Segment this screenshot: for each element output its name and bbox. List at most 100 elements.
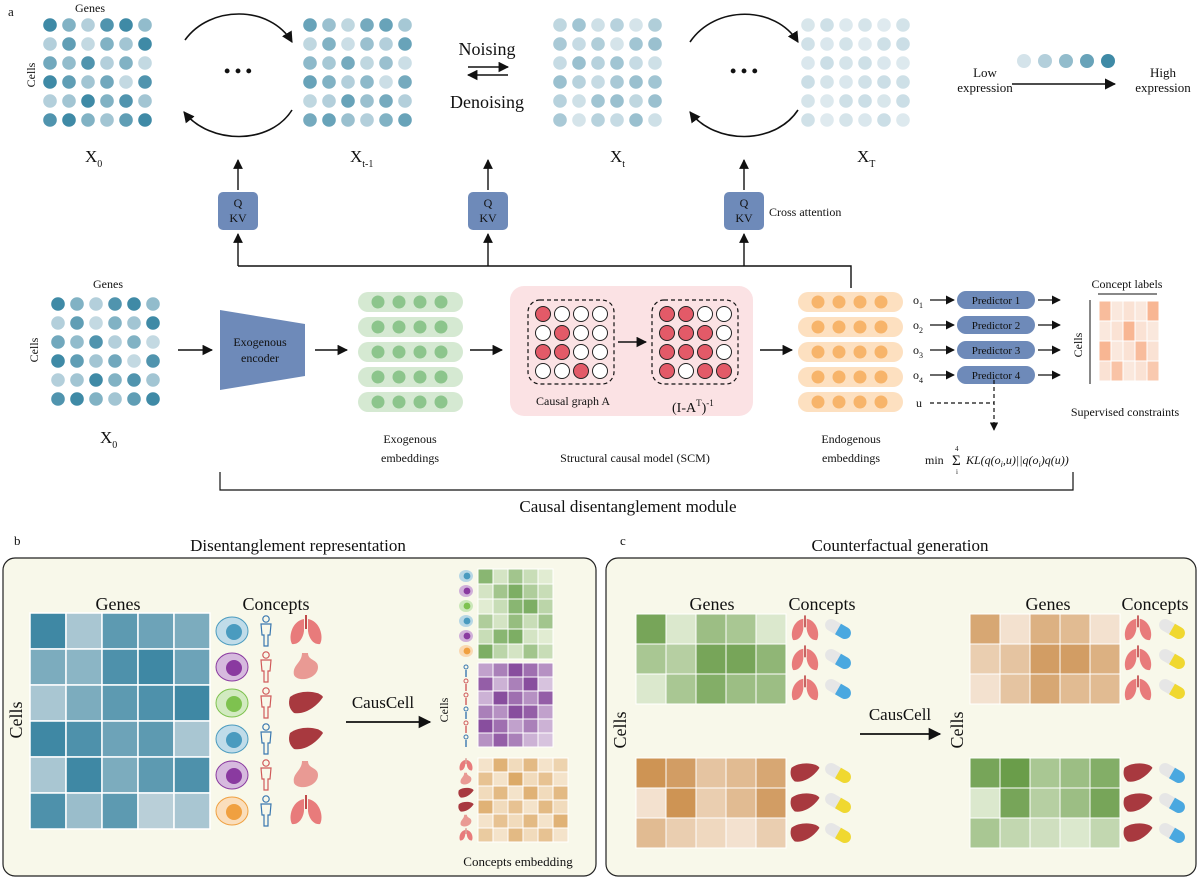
- embedding-cell: [537, 643, 554, 660]
- gene-dot: [629, 113, 643, 127]
- matrix-x0-bottom: [51, 297, 160, 406]
- embedding-dot: [434, 345, 448, 359]
- embedding-cell: [492, 676, 509, 692]
- graph-node: [697, 363, 713, 379]
- gene-dot: [51, 354, 65, 368]
- gene-cell: [173, 684, 211, 722]
- gene-dot: [801, 75, 815, 89]
- gene-dot: [858, 113, 872, 127]
- embedding-cell: [507, 813, 524, 829]
- gene-cell: [29, 612, 67, 650]
- gene-cell: [1029, 817, 1061, 849]
- liver-icon: [790, 823, 820, 842]
- xT-label: XT: [857, 147, 875, 170]
- graph-node: [678, 306, 694, 322]
- svg-text:expression: expression: [1135, 80, 1191, 95]
- gene-dot: [146, 316, 160, 330]
- embedding-dot: [811, 320, 825, 334]
- cells-label-top: Cells: [24, 62, 38, 87]
- cell-nucleus-icon: [226, 732, 242, 748]
- gene-cell: [65, 612, 103, 650]
- drug-icon: [1159, 679, 1185, 699]
- gene-dot: [146, 373, 160, 387]
- gene-cell: [969, 613, 1001, 645]
- embedding-cell: [537, 676, 554, 692]
- person-icon: [262, 651, 270, 659]
- lung-icon: [308, 799, 322, 825]
- embedding-dot: [413, 395, 427, 409]
- embedding-cell: [477, 732, 494, 748]
- svg-text:X0: X0: [85, 147, 102, 170]
- gene-dot: [322, 75, 336, 89]
- gene-dot: [572, 18, 586, 32]
- svg-text:u: u: [916, 396, 922, 410]
- concept-label-cell: [1098, 340, 1112, 362]
- gene-dot: [81, 94, 95, 108]
- gene-cell: [29, 684, 67, 722]
- gene-cell: [635, 643, 667, 675]
- panel-c-genes-left: Genes: [690, 594, 735, 614]
- person-body-icon: [260, 803, 272, 827]
- embedding-dot: [392, 295, 406, 309]
- person-icon-small: [463, 678, 469, 684]
- genes-label-top: Genes: [75, 1, 105, 15]
- gene-cell: [725, 817, 757, 849]
- embedding-cell: [492, 598, 509, 615]
- gene-dot: [138, 94, 152, 108]
- embedding-dot: [832, 370, 846, 384]
- graph-node: [659, 325, 675, 341]
- gene-dot: [81, 37, 95, 51]
- o-variable: o3: [913, 343, 923, 360]
- embedding-cell: [507, 718, 524, 734]
- gene-dot: [629, 37, 643, 51]
- gene-cell: [665, 757, 697, 789]
- gene-cell: [173, 612, 211, 650]
- gene-dot: [146, 297, 160, 311]
- gene-cell: [29, 792, 67, 830]
- embedding-cell: [492, 583, 509, 600]
- gene-dot: [70, 354, 84, 368]
- gene-dot: [81, 18, 95, 32]
- gene-dot: [341, 18, 355, 32]
- panel-c-genes-right: Genes: [1026, 594, 1071, 614]
- embedding-cell: [477, 799, 494, 815]
- gene-dot: [81, 113, 95, 127]
- graph-node: [716, 363, 732, 379]
- gene-dot: [629, 18, 643, 32]
- lung-icon: [466, 759, 473, 771]
- embedding-cell: [552, 771, 569, 787]
- lung-icon: [466, 829, 473, 841]
- embedding-cell: [492, 785, 509, 801]
- predictor-box: [957, 366, 1035, 384]
- gene-cell: [1059, 757, 1091, 789]
- gene-cell: [137, 756, 175, 794]
- embedding-cell: [552, 813, 569, 829]
- noising-label: Noising: [458, 39, 515, 59]
- gene-dot: [858, 75, 872, 89]
- endogenous-embeddings-label-2: embeddings: [822, 451, 880, 465]
- concept-label-cell: [1098, 320, 1112, 342]
- legend-dot: [1059, 54, 1073, 68]
- embedding-cell: [492, 704, 509, 720]
- kl-objective: min Σ 4 i KL(q(oi,u)||q(oi)q(u)): [925, 445, 1069, 476]
- embedding-cell: [492, 613, 509, 630]
- noising-denoising: Noising Denoising: [450, 39, 524, 112]
- sex-embedding: [463, 662, 554, 748]
- gene-dot: [100, 37, 114, 51]
- embedding-cell: [522, 662, 539, 678]
- embedding-cell: [492, 757, 509, 773]
- gene-dot: [108, 354, 122, 368]
- gene-dot: [553, 56, 567, 70]
- gene-dot: [108, 297, 122, 311]
- gene-dot: [360, 75, 374, 89]
- embedding-cell: [492, 771, 509, 787]
- gene-dot: [820, 113, 834, 127]
- gene-cell: [999, 817, 1031, 849]
- drug-icon: [1159, 619, 1185, 639]
- liver-icon: [458, 787, 474, 798]
- person-body-icon: [260, 695, 272, 719]
- panel-c-concepts-right: Concepts: [1122, 594, 1189, 614]
- gene-dot: [138, 75, 152, 89]
- gene-dot: [648, 94, 662, 108]
